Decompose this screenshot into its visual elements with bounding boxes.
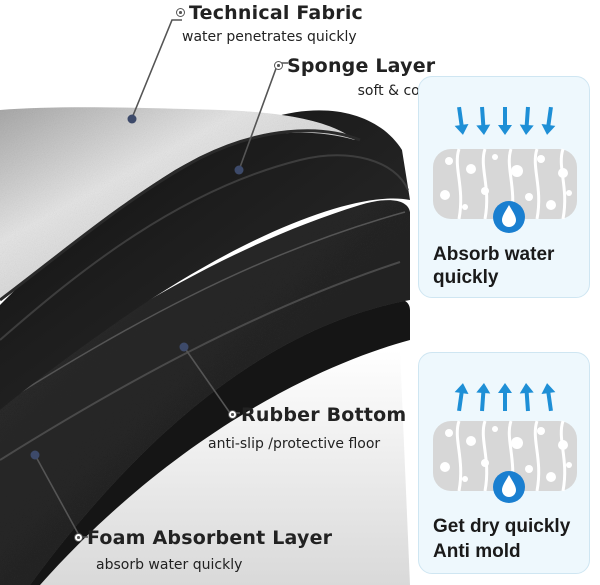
callout-title: Sponge Layer: [287, 55, 436, 77]
callout-title: Technical Fabric: [189, 2, 363, 24]
callout-subtitle: soft & cozy: [357, 83, 436, 99]
callout-foam-absorbent-layer: Foam Absorbent Layer absorb water quickl…: [74, 527, 332, 573]
bullet-icon: [176, 8, 185, 17]
callout-title: Rubber Bottom: [241, 404, 407, 426]
absorb-illustration: [433, 106, 577, 233]
water-drop-icon: [493, 201, 525, 233]
leader-dots: [30, 114, 244, 460]
bullet-icon: [74, 533, 83, 542]
callout-subtitle: water penetrates quickly: [182, 29, 357, 45]
bullet-icon: [228, 410, 237, 419]
callout-sponge-layer: Sponge Layer soft & cozy: [274, 55, 435, 99]
arrow-up-icon: [454, 383, 556, 412]
technical-fabric-layer: [0, 107, 355, 300]
callout-rubber-bottom: Rubber Bottom anti-slip /protective floo…: [208, 404, 407, 452]
card-get-dry: Get dry quickly Anti mold: [418, 352, 590, 574]
callout-subtitle: anti-slip /protective floor: [208, 436, 381, 452]
card-absorb-water: Absorb water quickly: [418, 76, 590, 298]
callout-title: Foam Absorbent Layer: [87, 527, 333, 549]
bullet-icon: [274, 61, 283, 70]
arrow-down-icon: [454, 106, 556, 135]
card-label-line: Get dry quickly: [433, 516, 571, 537]
callout-technical-fabric: Technical Fabric water penetrates quickl…: [176, 2, 363, 45]
card-label-line: Absorb water: [433, 244, 555, 265]
card-label-line: Anti mold: [433, 541, 521, 562]
card-label-line: quickly: [433, 267, 499, 288]
callout-subtitle: absorb water quickly: [96, 557, 243, 573]
dry-illustration: [433, 383, 577, 503]
rubber-bottom-layer: [0, 298, 410, 585]
sponge-layer: [0, 110, 410, 410]
water-drop-icon: [493, 471, 525, 503]
